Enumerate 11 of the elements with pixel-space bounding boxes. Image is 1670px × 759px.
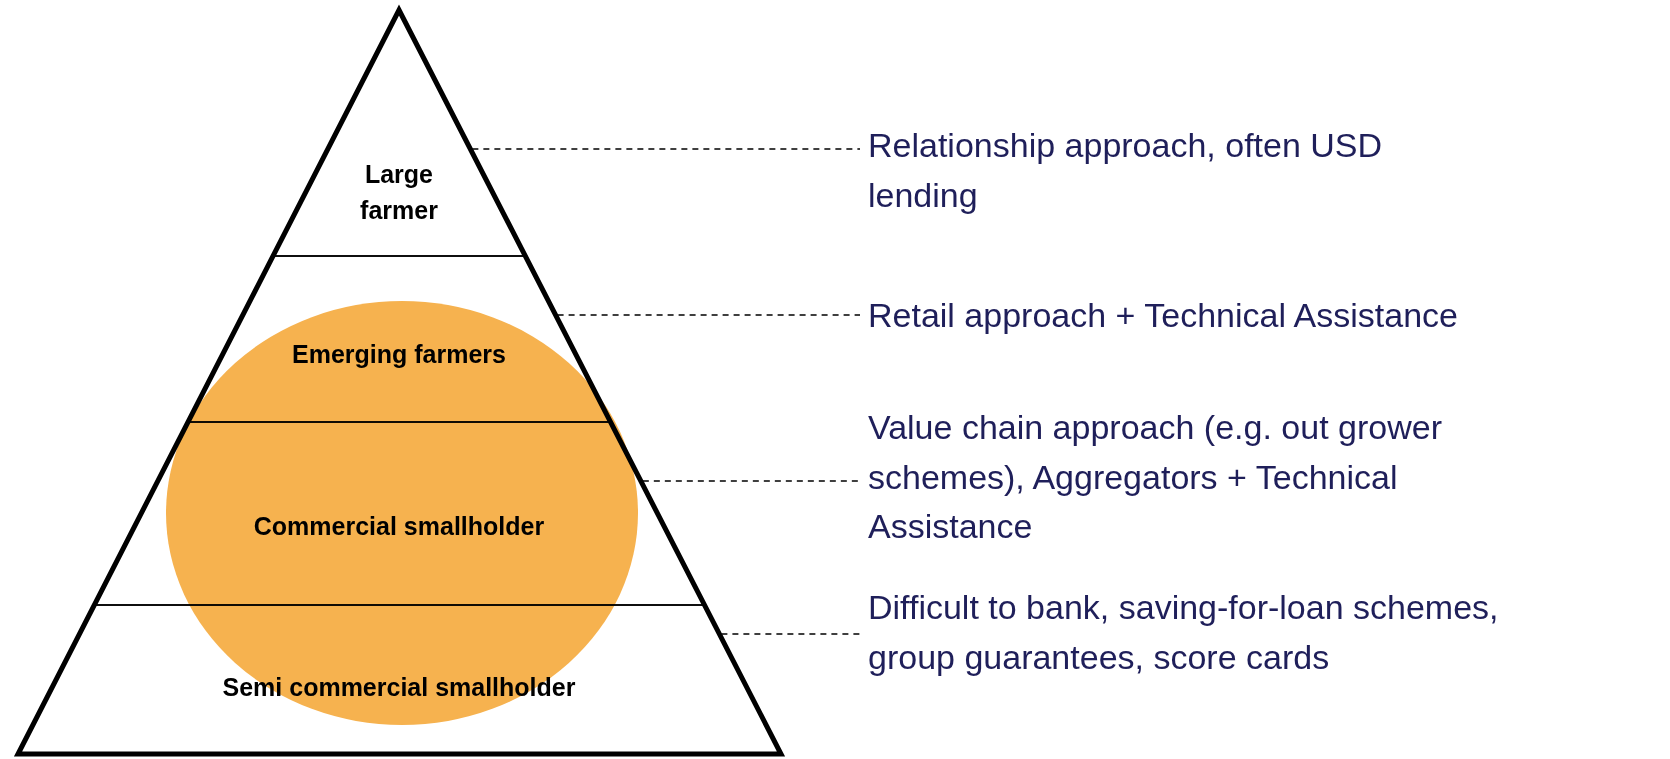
approach-text: Value chain approach (e.g. out grower schemes), Aggregators + Technical Assistance [868, 407, 1443, 548]
tier-label: Emerging farmers [291, 339, 507, 370]
approach-text: Relationship approach, often USD lending [868, 125, 1384, 216]
tier-label: Commercial smallholder [252, 511, 546, 542]
tier-label: Large farmer [359, 159, 439, 227]
leader-line [720, 633, 861, 635]
leader-line [471, 148, 861, 150]
leader-line [556, 314, 861, 316]
approach-text: Retail approach + Technical Assistance [868, 295, 1459, 336]
leader-line [642, 480, 861, 482]
approach-text: Difficult to bank, saving-for-loan schemes, group guarantees, score cards [868, 587, 1500, 678]
